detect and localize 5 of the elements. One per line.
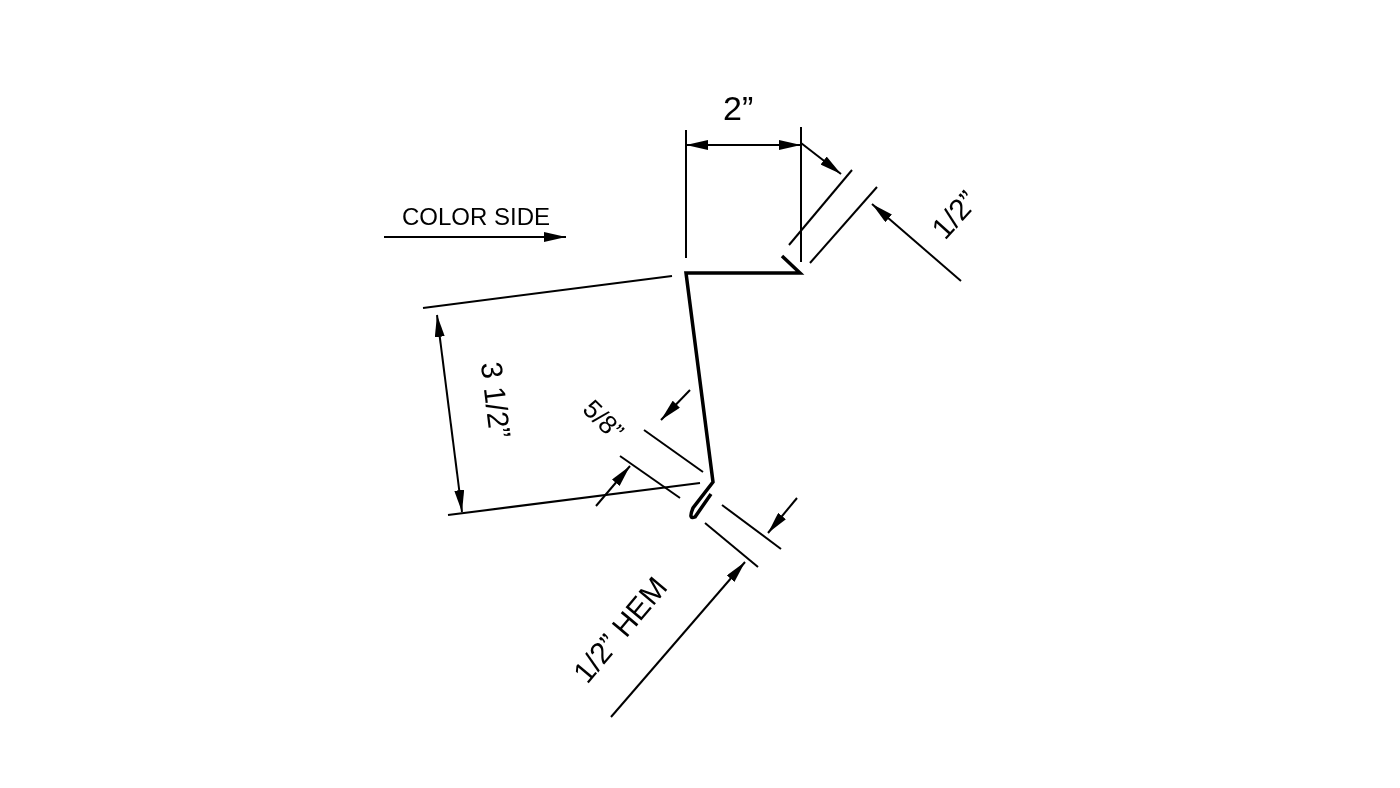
dimension-label: 2”: [723, 91, 754, 125]
dimension-label: 5/8”: [577, 394, 628, 446]
dimension-label: 3 1/2”: [475, 360, 515, 440]
note-label: COLOR SIDE: [402, 205, 551, 229]
dimension-label: 1/2”: [926, 185, 984, 245]
